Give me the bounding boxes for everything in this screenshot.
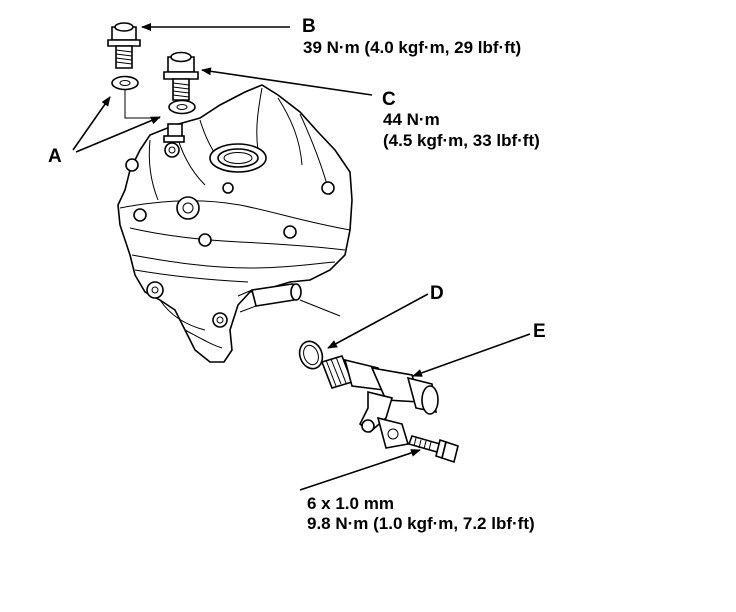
label-bolt-torque: 9.8 N·m (1.0 kgf·m, 7.2 lbf·ft)	[307, 514, 535, 533]
label-c: C	[382, 89, 396, 110]
label-a: A	[48, 146, 62, 167]
transmission-housing	[117, 84, 353, 363]
label-c-torque: 44 N·m	[383, 110, 440, 129]
speed-sensor-e	[320, 355, 439, 449]
label-e: E	[533, 321, 546, 342]
label-b-torque: 39 N·m (4.0 kgf·m, 29 lbf·ft)	[303, 38, 522, 57]
bolt-b	[107, 22, 141, 69]
label-bolt-size: 6 x 1.0 mm	[307, 494, 394, 513]
sealing-washer-a-upper	[111, 75, 139, 91]
sensor-mounting-bolt	[407, 435, 459, 464]
bolt-c	[163, 51, 199, 101]
housing-plug	[163, 123, 185, 143]
label-d: D	[430, 283, 444, 304]
label-b: B	[302, 16, 316, 37]
sealing-washer-a-lower	[168, 99, 196, 115]
o-ring-d	[298, 340, 324, 370]
callout-leaders	[72, 23, 531, 491]
label-c-torque-alt: (4.5 kgf·m, 33 lbf·ft)	[383, 131, 540, 150]
